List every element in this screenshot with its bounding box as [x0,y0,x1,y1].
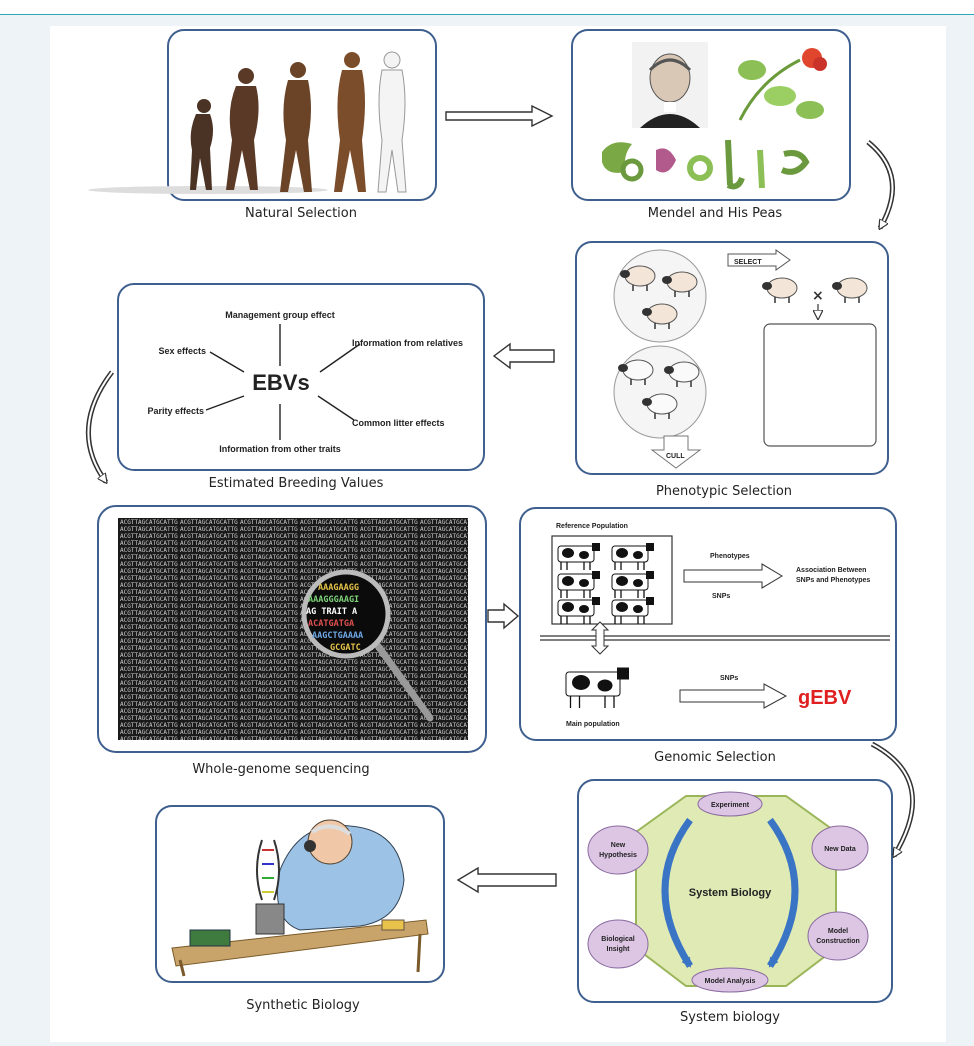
cow-icon [557,597,600,624]
association-line-1: Association Between [796,567,866,574]
association-line-2: SNPs and Phenotypes [796,577,870,584]
panel-synthetic-biology [155,805,445,983]
phenotypes-label: Phenotypes [710,553,750,560]
select-arrow: SELECT [727,249,791,271]
magnifier-lens [301,569,391,659]
sheep-icon [620,265,656,291]
cow-icon [611,543,654,570]
cross-symbol: × [812,288,824,304]
svg-text:Model Analysis: Model Analysis [705,978,756,985]
svg-text:New Data: New Data [824,846,856,853]
sheep-icon [832,277,868,303]
mendel-portrait-image [632,42,708,128]
cow-icon [611,571,654,598]
system-biology-center-label: System Biology [689,887,772,899]
flow-arrows [86,104,916,894]
svg-text:GCGATC: GCGATC [330,643,361,653]
reference-population-label: Reference Population [556,523,628,530]
gebv-label: gEBV [798,687,852,709]
scientist-illustration [171,819,429,977]
panel-ebv: EBVs Management group effect Information… [117,283,485,471]
arrow-wgs-to-genomic [487,602,520,630]
sheep-icon [618,359,654,385]
caption-phenotypic-selection: Phenotypic Selection [655,484,793,499]
sheep-icon [662,271,698,297]
svg-text:AAAGAAGG: AAAGAAGG [318,583,359,593]
select-label: SELECT [734,259,762,266]
caption-genomic-selection: Genomic Selection [654,750,776,765]
svg-text:AAAGGGAAGI: AAAGGGAAGI [308,595,359,605]
svg-text:Model: Model [828,928,848,935]
factor-relatives: Information from relatives [352,338,463,348]
cow-icon [557,543,600,570]
panel-whole-genome-sequencing: AAAGAAGG AAAGGGAAGI AG TRAIT A ACATGATGA… [97,505,487,753]
population-link-arrow [590,621,610,655]
cow-herd [557,543,654,624]
sheep-icon [762,277,798,303]
svg-text:Experiment: Experiment [711,802,750,809]
snps-bottom-label: SNPs [720,675,738,682]
factor-parity: Parity effects [147,406,204,416]
arrow-system-to-synthetic [456,866,557,894]
node-new-hypothesis [587,825,649,875]
svg-text:Hypothesis: Hypothesis [599,852,637,859]
svg-text:ACATGATGA: ACATGATGA [308,619,354,629]
pea-google-doodle [602,139,810,190]
node-model-construction [807,911,869,961]
sheep-icon [642,393,678,419]
magnifier-sequence: AAAGAAGG AAAGGGAAGI AG TRAIT A ACATGATGA… [306,583,363,653]
cull-label: CULL [666,453,685,460]
reference-arrow [683,563,783,589]
cow-icon [565,667,629,708]
node-biological-insight [587,919,649,969]
offspring-pen [763,323,877,447]
cow-icon [557,571,600,598]
cull-arrow: CULL [650,435,702,469]
magnifier-handle [374,642,434,722]
factor-management-group: Management group effect [225,310,335,320]
node-experiment [697,791,763,817]
panel-phenotypic-selection: SELECT × CULL [575,241,889,475]
panel-mendel [571,29,851,201]
factor-common-litter: Common litter effects [352,418,445,428]
main-population-label: Main population [566,721,620,728]
cow-icon [611,597,654,624]
cycle-arrow-right [767,817,799,968]
ebv-center-label: EBVs [252,370,309,395]
evolution-figures-image [88,51,407,194]
svg-text:New: New [611,842,626,849]
pea-plant-image [738,48,827,121]
main-arrow [679,683,788,709]
top-bar [0,0,974,15]
factor-other-traits: Information from other traits [219,444,341,454]
sheep-icon [642,303,678,329]
caption-ebv: Estimated Breeding Values [208,476,384,491]
svg-text:AG TRAIT A: AG TRAIT A [306,607,357,617]
arrow-phenotypic-to-ebv [492,342,555,370]
panel-system-biology: System Biology Experiment New Data Model… [577,779,893,1003]
panel-natural-selection [88,29,437,201]
node-new-data [811,825,869,871]
cycle-arrow-left [661,817,693,968]
main-population-cow [565,667,629,708]
caption-natural-selection: Natural Selection [245,206,357,221]
ebv-spokes [205,324,361,440]
caption-system-biology: System biology [680,1010,780,1025]
dna-sequence-background [118,518,468,740]
factor-sex: Sex effects [158,346,206,356]
svg-text:Insight: Insight [607,946,631,953]
node-model-analysis [691,967,769,993]
snps-top-label: SNPs [712,593,730,600]
sheep-icon [664,361,700,387]
caption-mendel: Mendel and His Peas [647,206,783,221]
svg-text:Construction: Construction [816,938,860,945]
caption-wgs: Whole-genome sequencing [192,762,370,777]
panel-genomic-selection: Reference Population Phenotypes SNPs Ass… [519,507,897,741]
arrow-natural-to-mendel [445,104,554,128]
caption-synthetic-biology: Synthetic Biology [246,998,360,1013]
svg-text:AAGCTGAAAA: AAGCTGAAAA [312,631,363,641]
svg-text:Biological: Biological [601,936,635,943]
